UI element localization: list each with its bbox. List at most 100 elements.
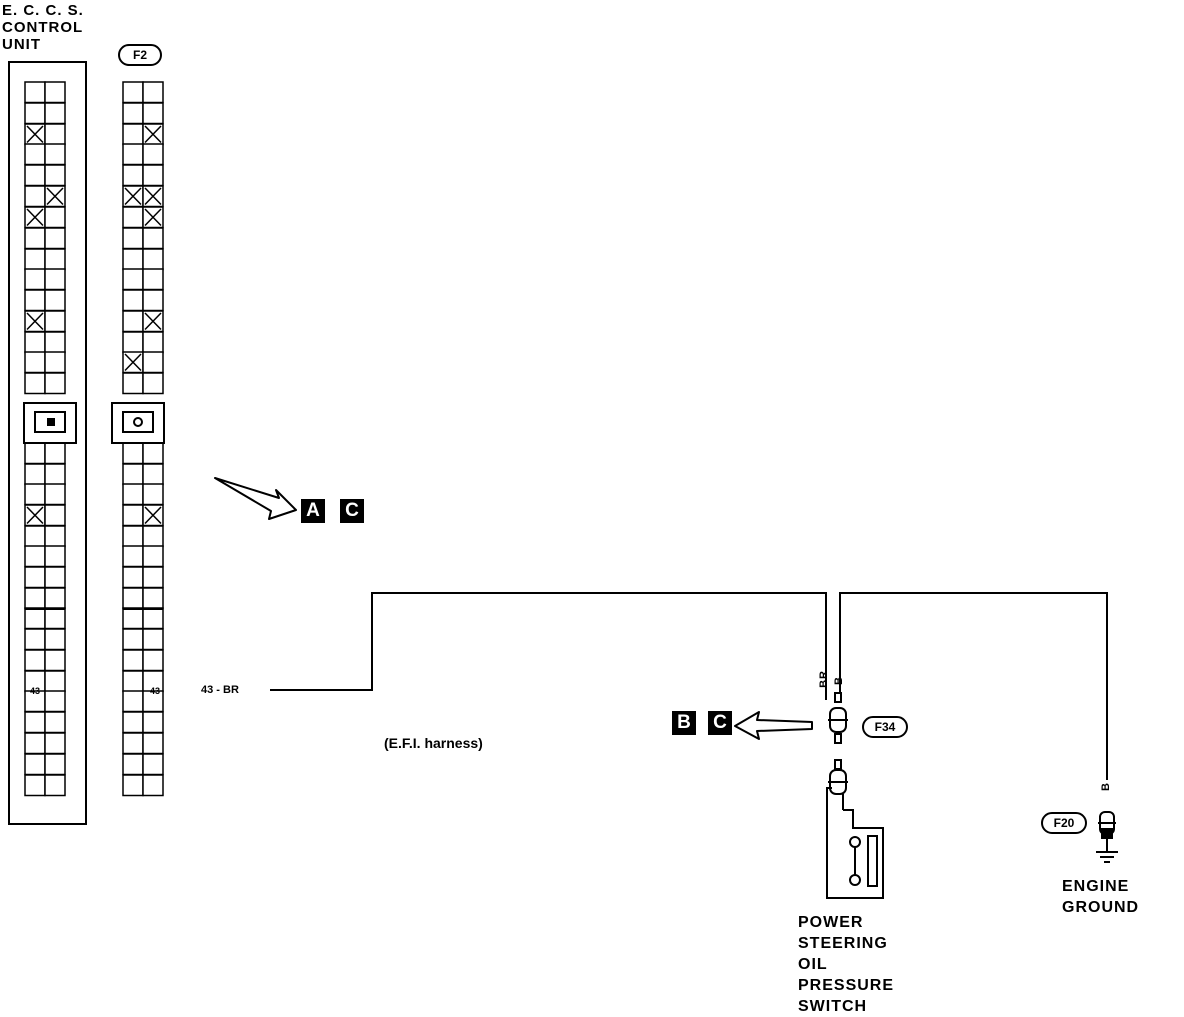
pin-cell — [142, 227, 164, 250]
pin-cell — [24, 607, 46, 630]
f2-pin-43-label: 43 — [150, 686, 161, 696]
unused-pin-mark — [124, 353, 142, 372]
pin-cell — [44, 372, 66, 395]
pin-cell — [24, 483, 46, 506]
pin-cell — [142, 566, 164, 589]
pin-cell — [44, 711, 66, 734]
pin-cell — [44, 164, 66, 187]
pin-cell — [24, 331, 46, 354]
pin-cell — [24, 185, 46, 208]
pin-cell — [122, 545, 144, 568]
pin-cell — [44, 753, 66, 776]
pin-cell — [24, 587, 46, 610]
ps-switch-label: POWER STEERING OIL PRESSURE SWITCH — [798, 914, 895, 1015]
pin-cell — [44, 442, 66, 465]
pin-cell — [44, 607, 66, 630]
wire-label-43-br: 43 - BR — [201, 684, 239, 696]
ref-badge-c-lower: C — [708, 711, 732, 735]
pin-cell — [24, 628, 46, 651]
pin-cell — [122, 774, 144, 797]
unused-pin-mark — [26, 506, 44, 525]
pin-cell — [44, 732, 66, 755]
pin-cell — [122, 566, 144, 589]
pin-cell — [122, 442, 144, 465]
pin-cell — [122, 331, 144, 354]
pin-cell — [122, 587, 144, 610]
ref-badge-b: B — [672, 711, 696, 735]
pin-cell — [44, 310, 66, 333]
pin-cell — [142, 372, 164, 395]
unused-pin-mark — [144, 208, 162, 227]
pin-cell — [122, 690, 144, 713]
pin-cell — [24, 566, 46, 589]
pin-cell — [142, 732, 164, 755]
pin-cell — [44, 525, 66, 548]
pin-cell — [122, 102, 144, 125]
pin-cell — [44, 143, 66, 166]
ecu-pin-grid — [24, 81, 66, 797]
pin-cell — [44, 670, 66, 693]
unused-pin-mark — [144, 506, 162, 525]
pin-cell — [44, 545, 66, 568]
pin-cell — [122, 143, 144, 166]
pin-cell — [44, 649, 66, 672]
pin-cell — [44, 483, 66, 506]
pin-cell — [142, 463, 164, 486]
pin-cell — [142, 102, 164, 125]
pin-cell — [122, 732, 144, 755]
pin-cell — [24, 143, 46, 166]
pin-cell — [142, 248, 164, 271]
pin-cell — [142, 649, 164, 672]
pin-cell — [44, 690, 66, 713]
unused-pin-mark — [26, 208, 44, 227]
pin-cell — [122, 206, 144, 229]
pin-cell — [44, 351, 66, 374]
f2-pin-grid — [122, 81, 164, 797]
pin-cell — [142, 442, 164, 465]
pin-cell — [122, 670, 144, 693]
pin-cell — [44, 463, 66, 486]
reference-arrow-upper — [214, 477, 297, 520]
unused-pin-mark — [26, 125, 44, 144]
wire-label-b-f34: B — [833, 676, 845, 685]
ecu-frame — [8, 61, 87, 825]
pin-cell — [122, 268, 144, 291]
unused-pin-mark — [144, 187, 162, 206]
pin-cell — [122, 248, 144, 271]
pin-cell — [142, 331, 164, 354]
pin-cell — [24, 81, 46, 104]
pin-cell — [122, 372, 144, 395]
pin-cell — [24, 442, 46, 465]
pin-cell — [24, 268, 46, 291]
pin-cell — [24, 753, 46, 776]
pin-cell — [44, 81, 66, 104]
f34-connector — [828, 692, 848, 744]
pin-cell — [44, 289, 66, 312]
pin-cell — [122, 607, 144, 630]
pin-cell — [44, 102, 66, 125]
connector-f34-tag: F34 — [862, 716, 908, 738]
unused-pin-mark — [26, 312, 44, 331]
pin-cell — [142, 289, 164, 312]
pin-cell — [142, 774, 164, 797]
wire-label-br: BR — [818, 670, 830, 688]
unused-pin-mark — [46, 187, 64, 206]
pin-cell — [24, 227, 46, 250]
pin-cell — [142, 545, 164, 568]
pin-cell — [44, 227, 66, 250]
unused-pin-mark — [144, 312, 162, 331]
pin-cell — [142, 483, 164, 506]
pin-cell — [122, 463, 144, 486]
pin-cell — [142, 628, 164, 651]
pin-cell — [142, 143, 164, 166]
pin-cell — [44, 774, 66, 797]
pin-cell — [24, 545, 46, 568]
pin-cell — [44, 628, 66, 651]
reference-arrow-lower — [734, 711, 813, 740]
pin-cell — [142, 753, 164, 776]
connector-f20-tag: F20 — [1041, 812, 1087, 834]
pin-cell — [24, 711, 46, 734]
pin-cell — [44, 566, 66, 589]
pin-cell — [44, 504, 66, 527]
